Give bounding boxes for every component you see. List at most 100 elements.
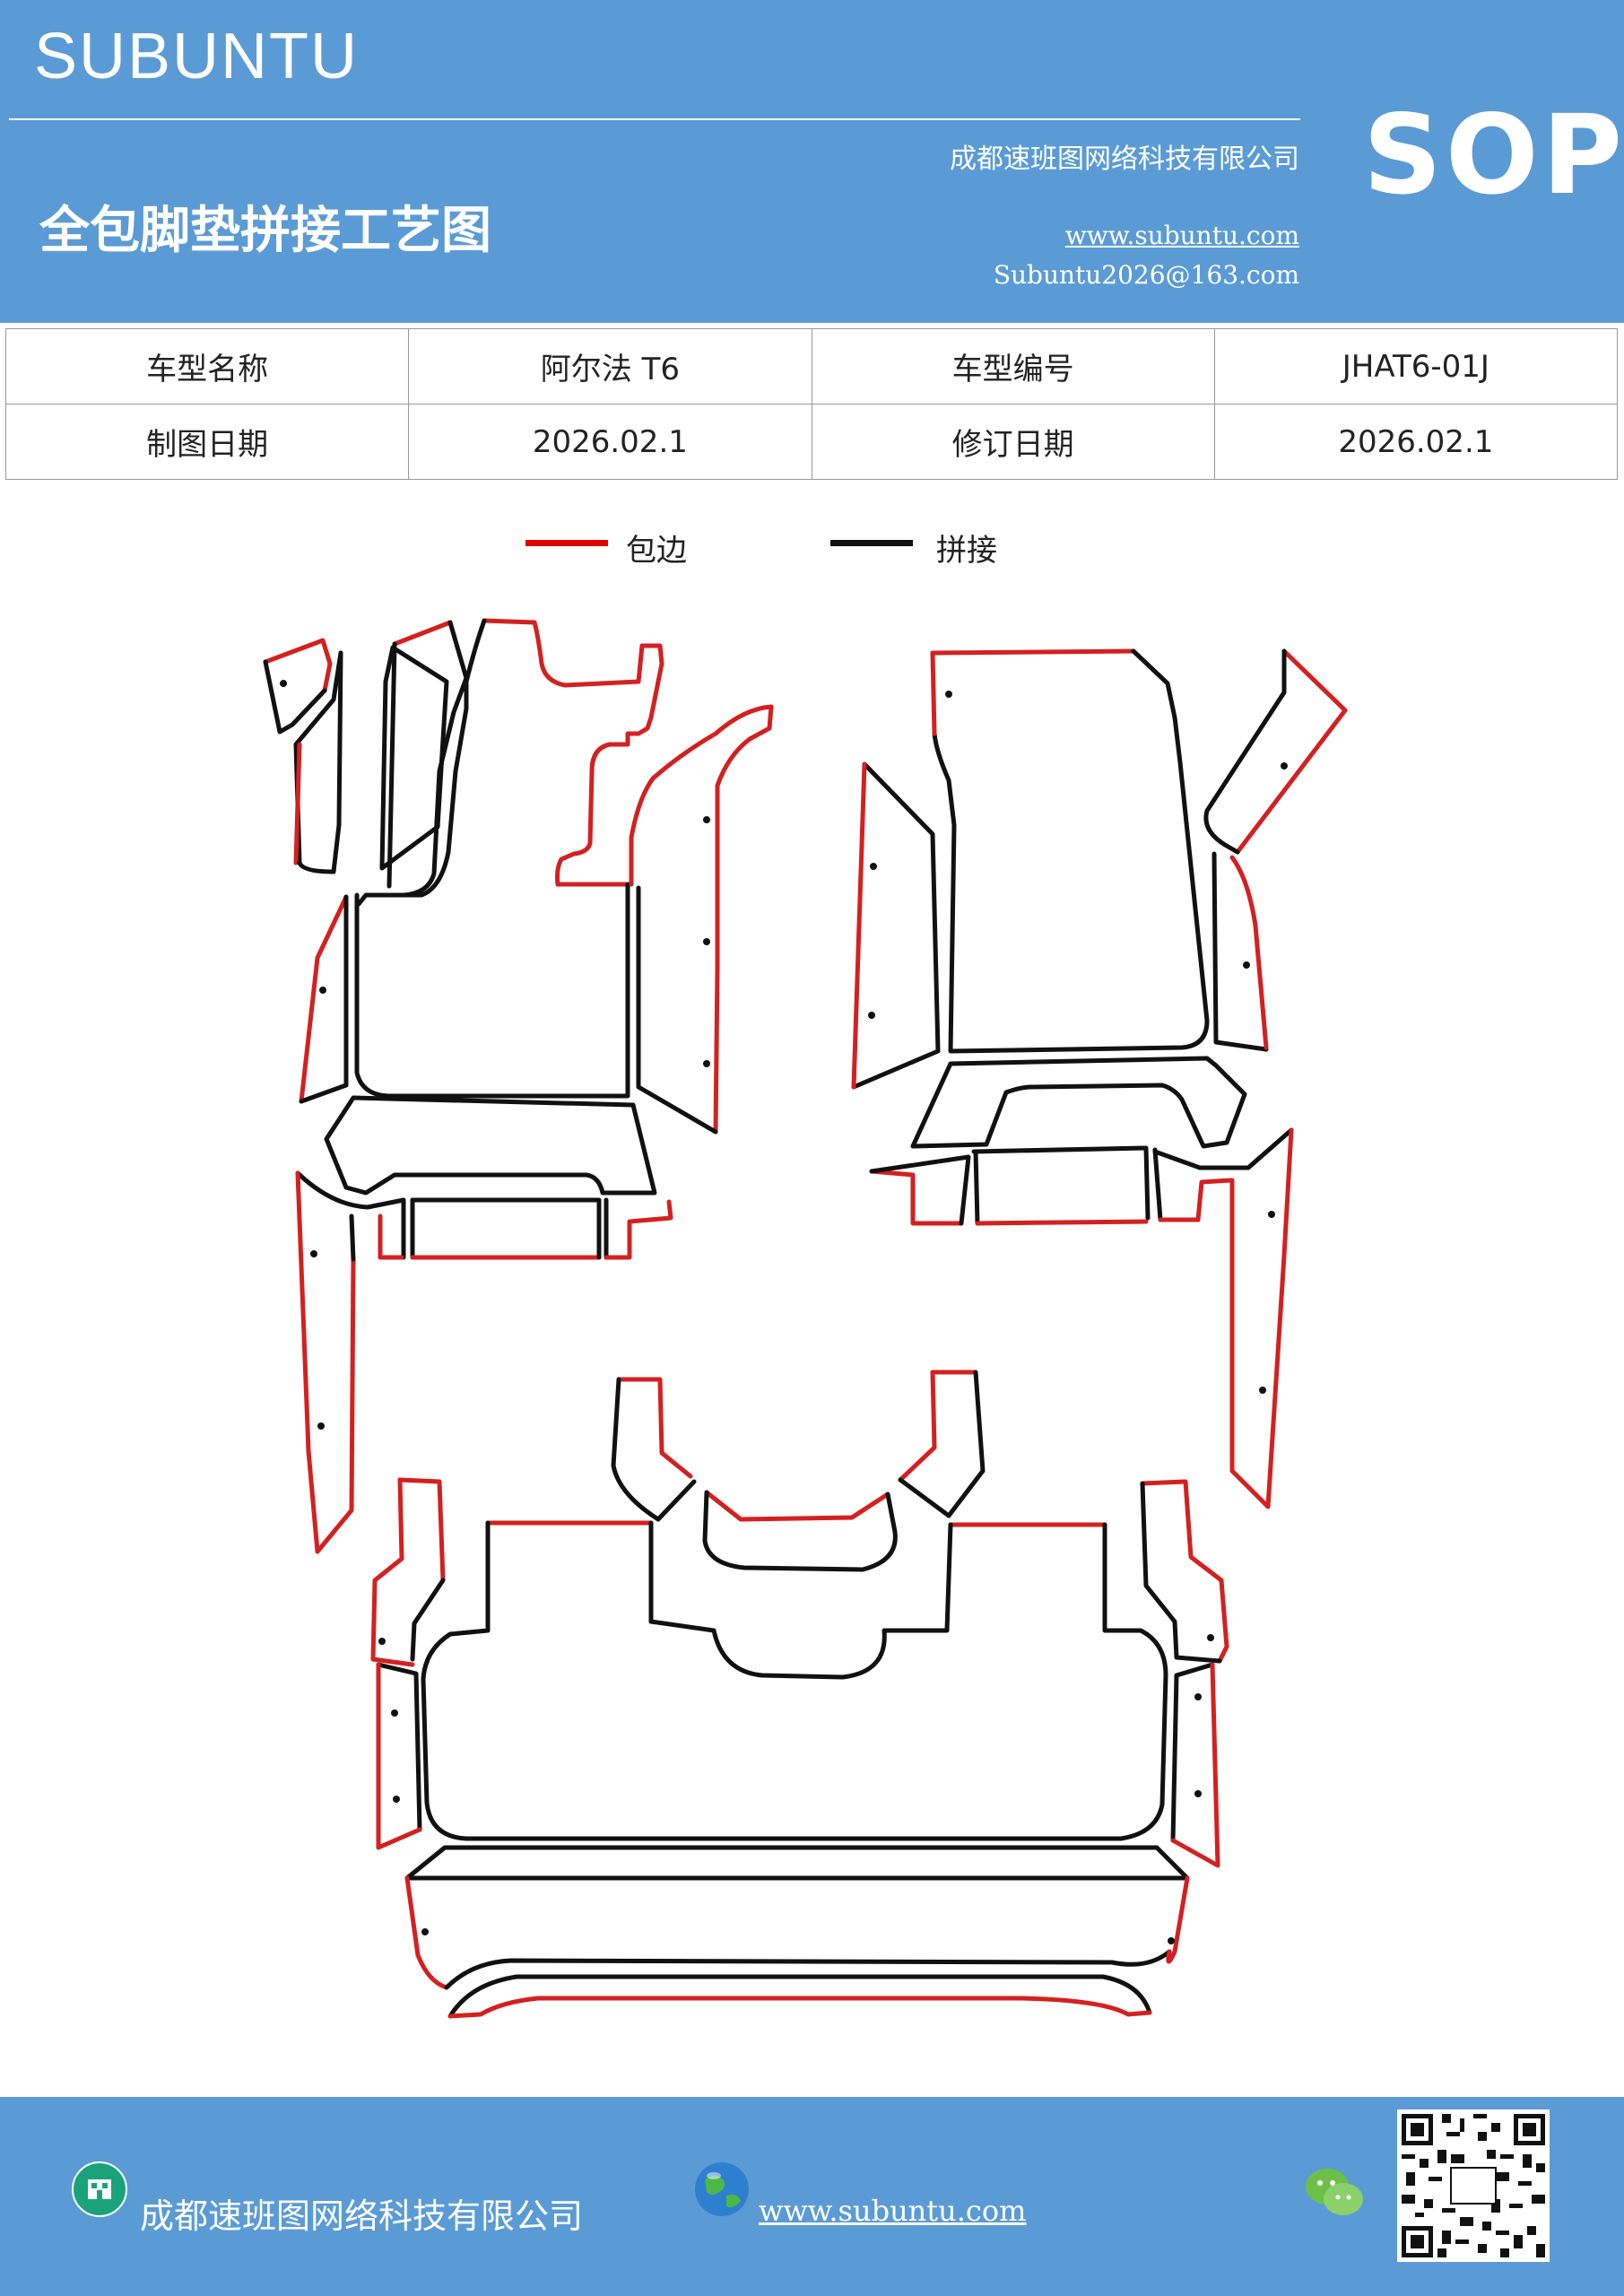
mat-piece: [1170, 1662, 1220, 1868]
mat-piece: [910, 1056, 1247, 1149]
anchor-dot: [378, 1638, 386, 1645]
mat-piece: [447, 1996, 1152, 2019]
mat-piece: [851, 761, 941, 1090]
mat-piece: [293, 742, 302, 865]
brand-name: SUBUNTU: [34, 21, 360, 92]
mat-piece: [1203, 648, 1287, 855]
anchor-dot: [703, 1060, 710, 1067]
mat-piece: [1235, 648, 1348, 855]
mat-piece: [898, 1477, 951, 1518]
qr-code: [1397, 2109, 1550, 2262]
mat-piece: [447, 1974, 1152, 2019]
mat-piece: [386, 641, 397, 889]
rear-mat-group: [370, 1370, 1229, 2019]
mat-piece: [932, 648, 1210, 1054]
mat-piece: [297, 650, 343, 874]
email-address: Subuntu2026@163.com: [993, 260, 1299, 290]
anchor-dot: [317, 1422, 325, 1430]
footer-website-link[interactable]: www.subuntu.com: [759, 2194, 1027, 2228]
mat-piece: [379, 645, 449, 871]
anchor-dot: [391, 1709, 398, 1717]
anchor-dot: [1207, 1634, 1214, 1641]
legend-label-edge: 包边: [626, 533, 687, 569]
mat-piece: [629, 704, 774, 887]
mat-piece: [1229, 855, 1269, 1050]
legend-label-seam: 拼接: [936, 533, 997, 569]
mat-piece: [295, 1170, 356, 1554]
mat-piece: [378, 1213, 404, 1260]
vehicle-info-table: 车型名称 阿尔法 T6 车型编号 JHAT6-01J 制图日期 2026.02.…: [4, 328, 1619, 480]
anchor-dot: [1259, 1387, 1266, 1394]
mat-piece: [349, 1213, 356, 1262]
mat-piece: [263, 659, 327, 735]
anchor-dot: [1168, 1937, 1175, 1944]
cell-value: JHAT6-01J: [1213, 328, 1619, 404]
building-icon: [72, 2161, 127, 2217]
mat-piece: [370, 1477, 415, 1667]
mat-piece: [616, 1377, 693, 1479]
mat-piece: [1158, 1178, 1233, 1222]
mat-piece: [869, 1154, 971, 1226]
mat-piece: [392, 620, 453, 647]
table-row: 车型名称 阿尔法 T6 车型编号 JHAT6-01J: [4, 328, 1619, 404]
legend-swatch-seam: [830, 540, 913, 546]
mat-piece: [324, 1095, 657, 1196]
mat-piece: [611, 1377, 697, 1522]
mat-piece: [869, 1169, 964, 1226]
mat-piece: [410, 1197, 602, 1260]
wechat-icon[interactable]: [1302, 2165, 1367, 2219]
header-divider: [9, 118, 1300, 120]
front-right-mat-group: [851, 648, 1348, 1509]
mat-piece: [421, 1520, 1168, 1841]
mat-piece: [397, 1477, 446, 1583]
mat-piece: [299, 894, 349, 1104]
page-title: 全包脚垫拼接工艺图: [39, 201, 491, 260]
mat-piece: [851, 761, 867, 1090]
mat-piece: [293, 650, 343, 865]
company-name: 成都速班图网络科技有限公司: [950, 144, 1299, 175]
legend-swatch-edge: [525, 540, 608, 546]
anchor-dot: [310, 1250, 317, 1257]
footer-banner: 成都速班图网络科技有限公司 www.subuntu.com: [0, 2097, 1624, 2296]
cell-label: 车型编号: [811, 328, 1215, 404]
mat-piece: [1211, 851, 1269, 1052]
mat-piece: [482, 618, 664, 887]
cell-label: 修订日期: [811, 404, 1215, 480]
cell-value: 2026.02.1: [1213, 404, 1619, 480]
anchor-dot: [393, 1796, 400, 1803]
anchor-dot: [280, 680, 287, 687]
header-banner: SUBUNTU 成都速班图网络科技有限公司 全包脚垫拼接工艺图 www.subu…: [0, 0, 1624, 323]
mat-piece: [704, 1490, 890, 1522]
mat-piece: [971, 1145, 1151, 1221]
mat-piece: [702, 1490, 898, 1572]
mat-piece: [930, 648, 1136, 656]
mat-piece: [973, 1149, 980, 1226]
anchor-dot: [945, 691, 952, 698]
mat-piece: [975, 1219, 1149, 1226]
legend: 包边 拼接: [0, 520, 1624, 574]
anchor-dot: [1243, 961, 1250, 969]
mat-piece: [946, 1370, 986, 1518]
mat-piece: [295, 1170, 406, 1260]
mat-piece: [1140, 1479, 1229, 1664]
mat-piece: [404, 1875, 449, 1990]
mat-piece: [444, 1949, 1172, 1990]
mat-piece: [1152, 1127, 1294, 1170]
mat-piece: [648, 1520, 953, 1680]
mat-piece: [1140, 1481, 1222, 1664]
mat-piece: [898, 1370, 937, 1483]
mat-piece: [1229, 1127, 1294, 1509]
mat-piece: [930, 650, 937, 736]
website-link[interactable]: www.subuntu.com: [1064, 221, 1299, 250]
cell-label: 车型名称: [4, 328, 410, 404]
mat-piece: [604, 1199, 673, 1260]
anchor-dot: [1268, 1211, 1275, 1218]
anchor-dot: [1194, 1790, 1202, 1797]
anchor-dot: [868, 1012, 875, 1019]
anchor-dot: [1281, 762, 1288, 770]
mat-piece: [263, 638, 333, 693]
mat-piece: [299, 894, 349, 1104]
mat-piece: [354, 882, 630, 1099]
mat-piece: [636, 885, 718, 1135]
